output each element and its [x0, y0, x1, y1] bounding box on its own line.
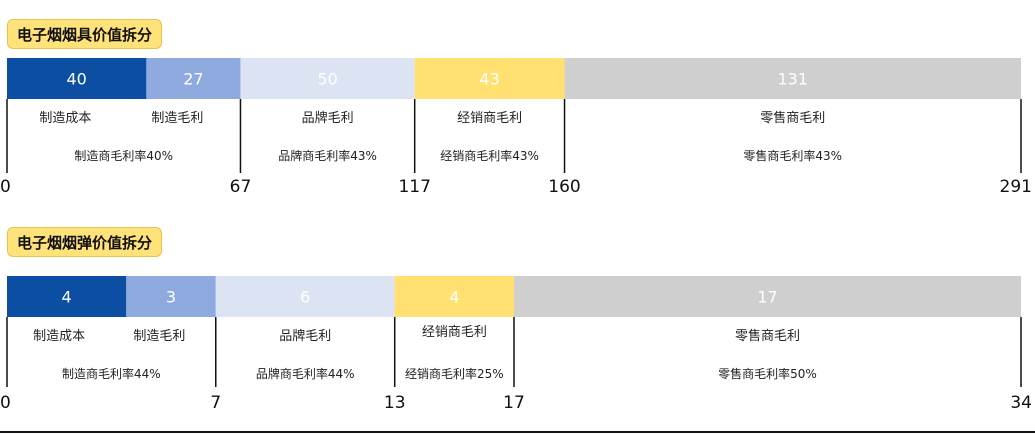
device-segment-value-manufacturing-cost: 40: [67, 70, 87, 89]
cartridge-segment-value-retail-margin: 17: [757, 288, 777, 307]
cartridge-boundary-label-3: 17: [503, 393, 525, 413]
cartridge-group-manufacturer-name-1: 制造毛利: [133, 329, 185, 344]
device-group-retailer-margin: 零售商毛利率43%: [743, 148, 842, 163]
device-segment-brand-margin: [240, 58, 415, 99]
cartridge-segment-manufacturing-cost: [7, 276, 127, 317]
cartridge-boundary-label-2: 13: [384, 393, 406, 413]
device-segment-manufacturing-cost: [7, 58, 147, 99]
cartridge-group-retailer-margin: 零售商毛利率50%: [718, 366, 817, 381]
cartridge-boundary-label-0: 0: [0, 393, 11, 413]
device-segment-value-retail-margin: 131: [777, 70, 808, 89]
cartridge-segment-value-manufacturing-margin: 3: [166, 288, 176, 307]
device-segment-retail-margin: [564, 58, 1021, 99]
device-group-manufacturer-name-0: 制造成本: [39, 111, 91, 126]
device-breakdown-chart: 40 27 50 43 131 0 67 117 160 291 制造成本 制造毛利制造商毛利率40%…: [0, 58, 1032, 197]
device-group-brand-name-0: 品牌毛利: [302, 110, 354, 126]
cartridge-group-retailer-name-0: 零售商毛利: [735, 328, 800, 344]
cartridge-group-distributor-name-0: 经销商毛利: [422, 325, 487, 340]
cartridge-segment-manufacturing-margin: [126, 276, 216, 317]
cartridge-group-manufacturer-margin: 制造商毛利率44%: [62, 366, 161, 381]
cartridge-boundary-label-1: 7: [210, 393, 221, 413]
device-boundary-label-2: 117: [398, 177, 430, 197]
cartridge-segment-distribution-margin: [394, 276, 514, 317]
cartridge-segment-value-distribution-margin: 4: [449, 288, 459, 307]
device-title-badge: 电子烟烟具价值拆分: [7, 19, 163, 49]
device-boundary-label-3: 160: [548, 177, 580, 197]
device-group-manufacturer-name-1: 制造毛利: [151, 111, 203, 126]
cartridge-segment-value-manufacturing-cost: 4: [62, 288, 72, 307]
device-segment-distribution-margin: [414, 58, 565, 99]
device-segment-value-manufacturing-margin: 27: [183, 70, 203, 89]
cartridge-group-brand-name-0: 品牌毛利: [279, 328, 331, 344]
device-group-manufacturer-margin: 制造商毛利率40%: [74, 148, 173, 163]
cartridge-group-distributor-margin: 经销商毛利率25%: [405, 366, 504, 381]
device-group-brand-margin: 品牌商毛利率43%: [278, 148, 377, 163]
cartridge-segment-brand-margin: [215, 276, 395, 317]
cartridge-boundary-label-4: 34: [1010, 393, 1032, 413]
cartridge-group-manufacturer-name-0: 制造成本: [33, 329, 85, 344]
device-boundary-label-4: 291: [1000, 177, 1032, 197]
device-boundary-label-0: 0: [0, 177, 11, 197]
device-segment-value-brand-margin: 50: [317, 70, 337, 89]
cartridge-title-badge: 电子烟烟弹价值拆分: [7, 227, 163, 257]
device-segment-value-distribution-margin: 43: [479, 70, 499, 89]
cartridge-group-brand-margin: 品牌商毛利率44%: [256, 366, 355, 381]
device-boundary-label-1: 67: [230, 177, 252, 197]
cartridge-segment-retail-margin: [514, 276, 1021, 317]
device-group-retailer-name-0: 零售商毛利: [760, 110, 825, 126]
device-segment-manufacturing-margin: [146, 58, 241, 99]
device-group-distributor-name-0: 经销商毛利: [457, 111, 522, 126]
device-group-distributor-margin: 经销商毛利率43%: [440, 148, 539, 163]
cartridge-segment-value-brand-margin: 6: [300, 288, 310, 307]
bottom-rule: [0, 431, 1035, 433]
